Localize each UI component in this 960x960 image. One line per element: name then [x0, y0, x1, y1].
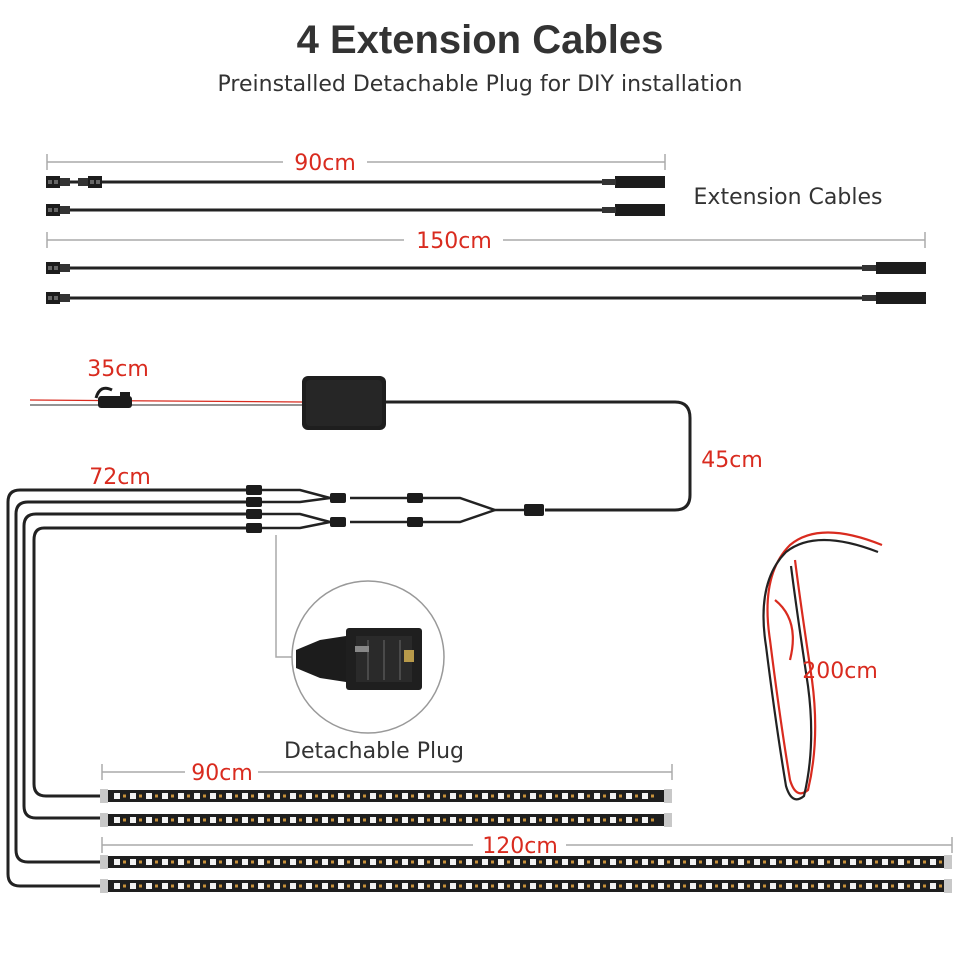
extension-cables-caption: Extension Cables [694, 185, 883, 210]
extension-cable-90-2 [46, 204, 665, 216]
power-length-label: 200cm [802, 659, 878, 684]
fuse-holder-icon [94, 386, 132, 408]
strip-long-length-label: 120cm [482, 834, 558, 859]
led-strip-120-2 [100, 879, 952, 893]
ext-short-length-label: 90cm [294, 151, 356, 176]
splitter [260, 488, 524, 530]
extension-cable-150-1 [46, 262, 926, 274]
led-strip-120-1 [100, 855, 952, 869]
dimension-line-strip-120cm [101, 837, 953, 853]
page-subtitle: Preinstalled Detachable Plug for DIY ins… [217, 72, 743, 97]
plug-closeup-icon [291, 580, 445, 734]
ext-long-length-label: 150cm [416, 229, 492, 254]
led-strips [100, 789, 952, 893]
controller-cable [386, 400, 692, 512]
power-wire-icon [762, 531, 883, 801]
controller-box-icon [302, 376, 386, 430]
fuse-length-label: 35cm [87, 357, 149, 382]
controller-length-label: 45cm [701, 448, 763, 473]
plug-caption: Detachable Plug [284, 739, 464, 764]
strip-short-length-label: 90cm [191, 761, 253, 786]
connector-icon [46, 176, 70, 188]
dimension-line-150cm [46, 232, 926, 248]
dimension-line-strip-90cm [101, 764, 673, 780]
splitter-length-label: 72cm [89, 465, 151, 490]
led-strip-90-2 [100, 813, 672, 827]
led-strip-90-1 [100, 789, 672, 803]
page-title: 4 Extension Cables [296, 18, 664, 62]
dimension-line-90cm [46, 154, 666, 170]
extension-cable-90-1 [46, 176, 665, 188]
extension-cables: 90cm Extension Cables 150cm [46, 151, 926, 304]
extension-cable-150-2 [46, 292, 926, 304]
strip-leads [6, 488, 246, 888]
fuse-section: 35cm [29, 357, 303, 408]
